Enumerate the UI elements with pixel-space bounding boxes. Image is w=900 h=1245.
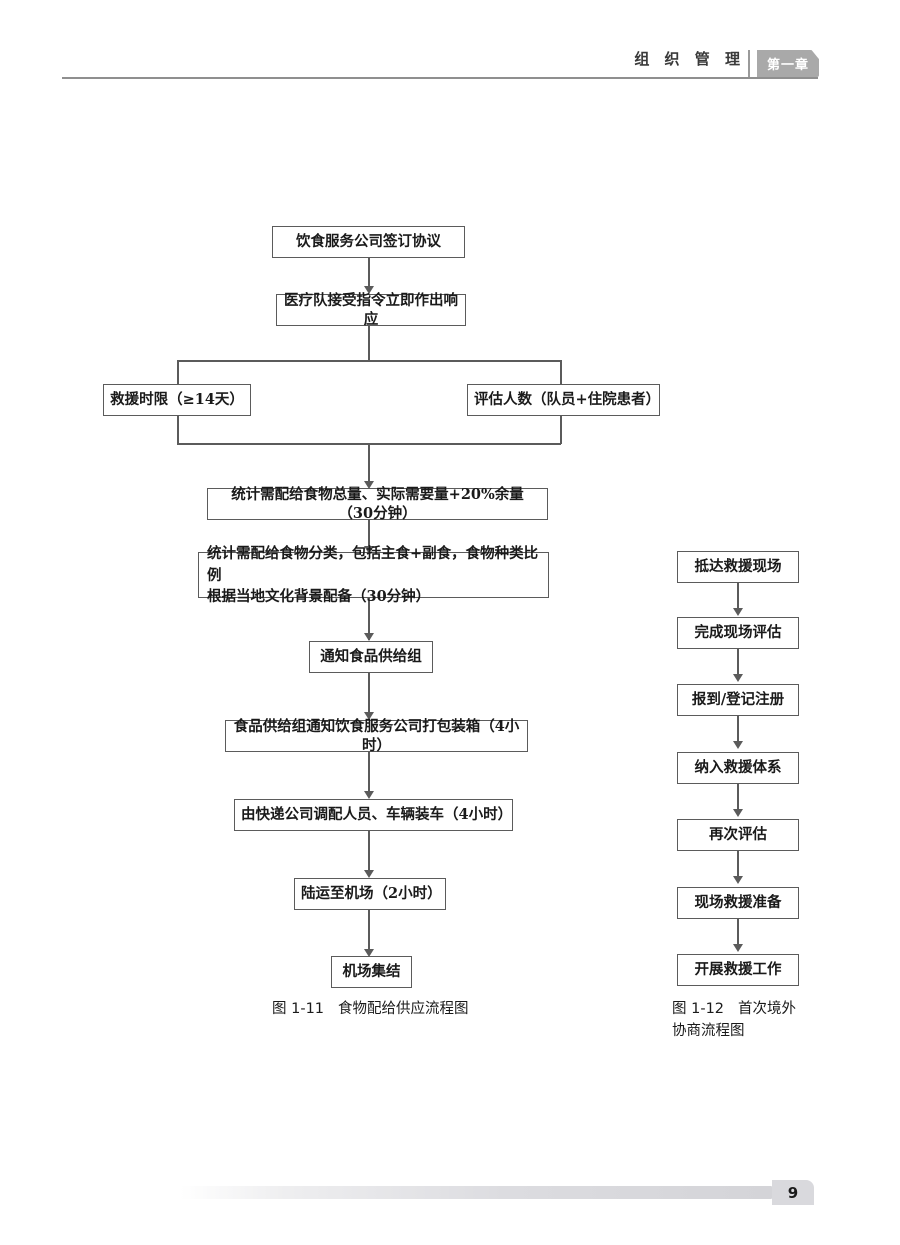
flow-node-n6-line2: 根据当地文化背景配备（30分钟） (207, 587, 431, 605)
flow-node-n1: 饮食服务公司签订协议 (272, 226, 465, 258)
connector-merge-n5 (368, 443, 370, 485)
flow-node-n11: 机场集结 (331, 956, 412, 988)
flow-node-n8: 食品供给组通知饮食服务公司打包装箱（4小时） (225, 718, 528, 754)
figure-caption-right-number: 图 1-12 (672, 1001, 725, 1017)
connector-n6-n7 (368, 598, 370, 640)
arrowhead-n7-n8 (364, 712, 374, 720)
flow-node-r7: 开展救援工作 (677, 954, 799, 986)
connector-r5-r6 (737, 851, 739, 881)
flow-node-n9: 由快递公司调配人员、车辆装车（4小时） (234, 799, 513, 831)
arrowhead-r2-r3 (733, 674, 743, 682)
flow-node-n7: 通知食品供给组 (309, 641, 433, 673)
arrowhead-n6-n7 (364, 633, 374, 641)
flow-node-n10: 陆运至机场（2小时） (294, 878, 446, 910)
flow-node-r4: 纳入救援体系 (677, 752, 799, 784)
connector-r6-r7 (737, 919, 739, 949)
figure-caption-left: 图 1-11 食物配给供应流程图 (272, 998, 469, 1020)
arrowhead-n5-n6 (364, 546, 374, 554)
connector-n5-n6 (368, 520, 370, 552)
arrowhead-r4-r5 (733, 809, 743, 817)
arrowhead-n1-n2 (364, 286, 374, 294)
flow-node-n6: 统计需配给食物分类，包括主食+副食，食物种类比例 根据当地文化背景配备（30分钟… (198, 545, 549, 605)
connector-r3-r4 (737, 716, 739, 746)
arrowhead-r3-r4 (733, 741, 743, 749)
arrowhead-n9-n10 (364, 870, 374, 878)
flow-node-r2: 完成现场评估 (677, 617, 799, 649)
connector-n9-n10 (368, 831, 370, 876)
flow-node-n2: 医疗队接受指令立即作出响应 (276, 292, 466, 328)
flow-node-r6: 现场救援准备 (677, 887, 799, 919)
connector-n7-n8 (368, 673, 370, 718)
arrowhead-n10-n11 (364, 949, 374, 957)
arrowhead-n8-n9 (364, 791, 374, 799)
footer-gradient-bar (180, 1186, 772, 1199)
figure-caption-left-number: 图 1-11 (272, 1001, 325, 1017)
connector-n2-split (368, 326, 370, 360)
connector-r1-r2 (737, 583, 739, 613)
connector-n1-n2 (368, 258, 370, 290)
arrowhead-r6-r7 (733, 944, 743, 952)
flow-node-n4: 评估人数（队员+住院患者） (467, 384, 660, 416)
arrowhead-r5-r6 (733, 876, 743, 884)
flow-node-n6-line1: 统计需配给食物分类，包括主食+副食，食物种类比例 (207, 545, 539, 584)
connector-n10-n11 (368, 910, 370, 955)
connector-r2-r3 (737, 649, 739, 679)
flow-node-r5: 再次评估 (677, 819, 799, 851)
flow-node-n5: 统计需配给食物总量、实际需要量+20%余量（30分钟） (207, 486, 548, 522)
branch-bus-top (177, 360, 561, 362)
flow-node-r1: 抵达救援现场 (677, 551, 799, 583)
flow-node-r3: 报到/登记注册 (677, 684, 799, 716)
figure-caption-right-text: 首次境外协商流程图 (672, 1001, 797, 1040)
connector-r4-r5 (737, 784, 739, 814)
running-header: 组 织 管 理 第一章 (0, 0, 900, 110)
arrowhead-merge-n5 (364, 481, 374, 489)
figure-caption-left-text: 食物配给供应流程图 (338, 1001, 469, 1017)
arrowhead-r1-r2 (733, 608, 743, 616)
page-number-tab: 9 (772, 1180, 814, 1205)
header-separator (748, 50, 750, 77)
connector-n8-n9 (368, 752, 370, 797)
header-rule (62, 77, 818, 79)
header-title: 组 织 管 理 (634, 50, 745, 68)
flow-node-n3: 救援时限（≥14天） (103, 384, 251, 416)
chapter-tab: 第一章 (757, 50, 819, 77)
